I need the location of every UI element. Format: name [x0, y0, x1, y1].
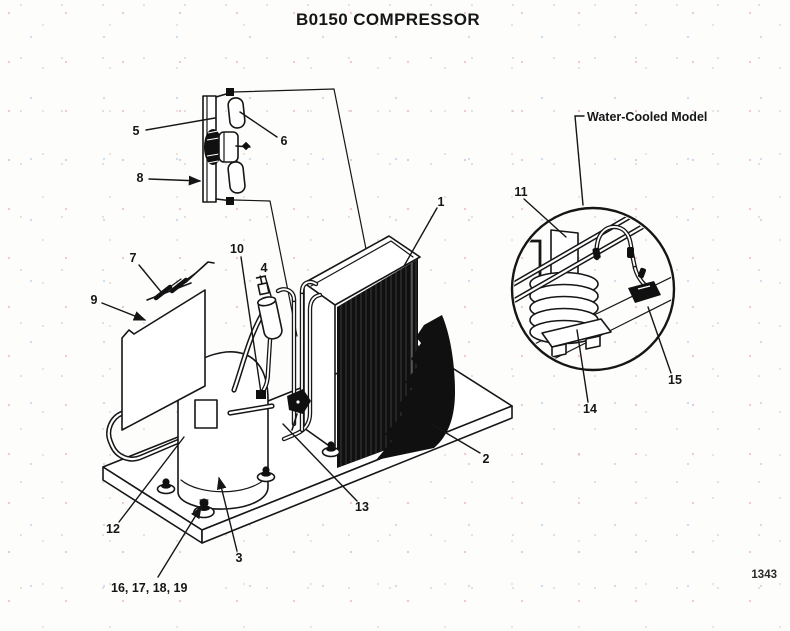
detail-circle-outline	[510, 206, 676, 372]
callout-13: 13	[355, 500, 369, 514]
filter-drier	[255, 275, 283, 340]
callout-5: 5	[133, 124, 140, 138]
callout-7: 7	[130, 251, 137, 265]
service-valve	[287, 389, 311, 431]
callout-12: 12	[106, 522, 120, 536]
callout-3: 3	[236, 551, 243, 565]
water-cooled-model-leader	[574, 115, 585, 206]
callout-10: 10	[230, 242, 244, 256]
detail-shelf-edge	[514, 239, 542, 282]
mounting-bracket	[146, 261, 215, 301]
callout-15: 15	[668, 373, 682, 387]
detail-circle	[510, 206, 676, 372]
electrical-cover-panel	[121, 289, 206, 431]
fan-assembly	[202, 88, 251, 205]
fan-motor	[204, 129, 239, 165]
water-cooled-model-label: Water-Cooled Model	[587, 110, 707, 124]
compressor-body	[177, 351, 275, 510]
callout-4: 4	[261, 261, 268, 275]
fan-blade-bottom	[227, 161, 246, 194]
leader-lines	[101, 111, 672, 578]
fan-blade-top	[227, 97, 246, 129]
callout-6: 6	[281, 134, 288, 148]
callout-labels: 1 2 3 4 5 6 7 8 9 10 11 12 13 14 15 16, …	[91, 124, 682, 595]
air-baffle	[376, 315, 455, 460]
mounting-grommets	[156, 441, 341, 519]
callout-9: 9	[91, 293, 98, 307]
callout-2: 2	[483, 452, 490, 466]
page-title: B0150 COMPRESSOR	[295, 10, 480, 29]
callout-1: 1	[438, 195, 445, 209]
callout-8: 8	[137, 171, 144, 185]
water-valve	[628, 281, 661, 303]
figure-number: 1343	[751, 569, 777, 581]
drier-outlet-tube	[256, 337, 273, 399]
coil-base	[541, 318, 612, 358]
callout-11: 11	[514, 185, 527, 199]
fan-hub	[241, 141, 251, 151]
callout-16-17-18-19: 16, 17, 18, 19	[111, 581, 188, 595]
callout-14: 14	[583, 402, 597, 416]
